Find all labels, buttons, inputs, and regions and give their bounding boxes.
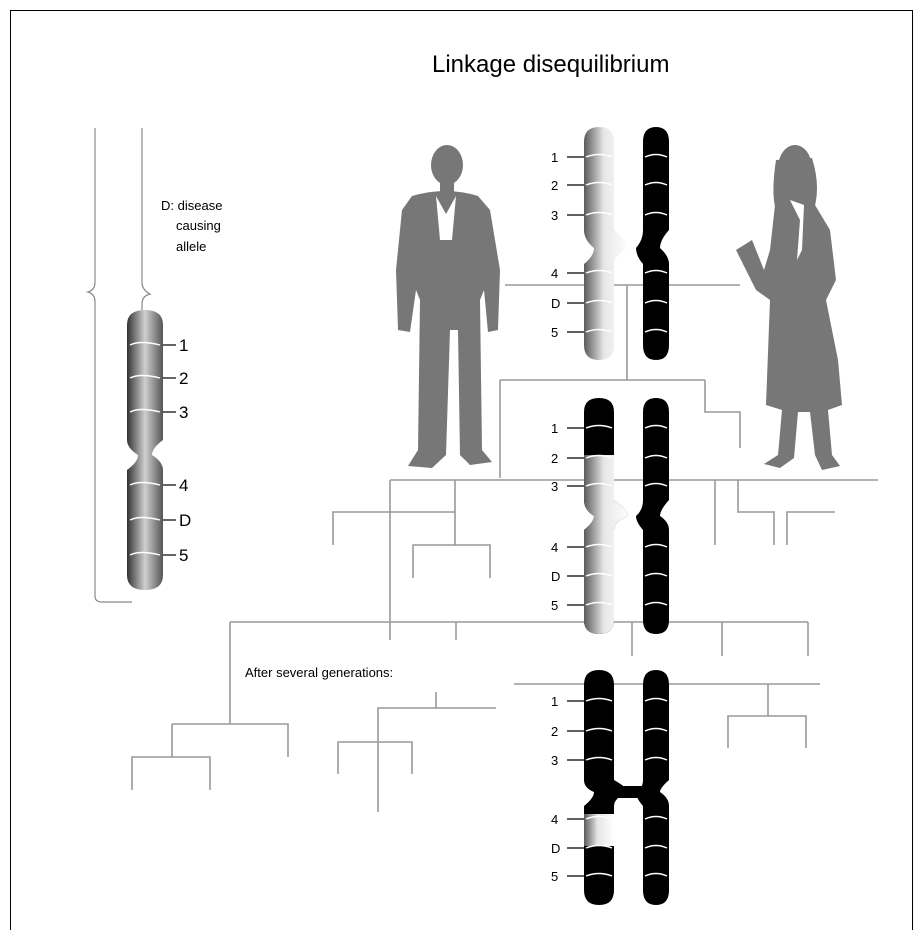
- child-locus-2: 2: [551, 451, 558, 466]
- locus-label-3: 3: [179, 403, 188, 422]
- locus-label-2: 2: [179, 369, 188, 388]
- diagram-title: Linkage disequilibrium: [432, 51, 669, 78]
- child-locus-4: 4: [551, 540, 558, 555]
- reference-locus-labels: 1 2 3 4 D 5: [163, 336, 191, 565]
- parent-locus-3: 3: [551, 208, 558, 223]
- generations-note: After several generations:: [245, 665, 393, 680]
- descendant-locus-3: 3: [551, 753, 558, 768]
- child-chromosome-pair: 1 2 3 4 D 5: [551, 398, 669, 634]
- parent-locus-5: 5: [551, 325, 558, 340]
- child-locus-5: 5: [551, 598, 558, 613]
- mother-silhouette: [736, 145, 842, 470]
- descendant-locus-2: 2: [551, 724, 558, 739]
- legend-line-3: allele: [176, 239, 206, 254]
- locus-label-4: 4: [179, 476, 188, 495]
- descendant-chromosome-pair: 1 2 3 4 D 5: [551, 670, 669, 905]
- child-locus-1: 1: [551, 421, 558, 436]
- figure-frame: [10, 10, 913, 930]
- locus-label-5: 5: [179, 546, 188, 565]
- descendant-locus-4: 4: [551, 812, 558, 827]
- locus-label-d: D: [179, 511, 191, 530]
- chromosome-brace: [85, 128, 152, 603]
- locus-label-1: 1: [179, 336, 188, 355]
- pedigree-tree: [131, 284, 878, 812]
- descendant-locus-d: D: [551, 841, 560, 856]
- parent-locus-1: 1: [551, 150, 558, 165]
- father-silhouette: [396, 145, 500, 468]
- reference-chromosome: [127, 310, 163, 590]
- parent-chromosome-pair: 1 2 3 4 D 5: [551, 127, 669, 360]
- parent-locus-2: 2: [551, 178, 558, 193]
- legend-line-2: causing: [176, 218, 221, 233]
- descendant-locus-1: 1: [551, 694, 558, 709]
- descendant-locus-5: 5: [551, 869, 558, 884]
- legend-line-1: D: disease: [161, 198, 222, 213]
- child-locus-d: D: [551, 569, 560, 584]
- parent-locus-d: D: [551, 296, 560, 311]
- parent-locus-4: 4: [551, 266, 558, 281]
- child-locus-3: 3: [551, 479, 558, 494]
